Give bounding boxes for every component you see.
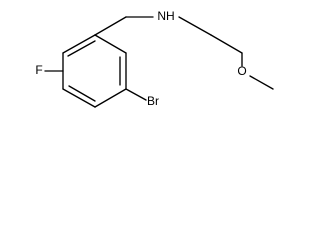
nh-atom-label: NH <box>157 9 174 23</box>
ring-inner-double-bond-bottom <box>68 85 96 102</box>
atom-labels: F Br NH O <box>35 9 246 108</box>
oxygen-atom-label: O <box>237 64 246 78</box>
bromine-atom-label: Br <box>147 94 159 108</box>
oxygen-to-methyl-bond <box>249 75 274 90</box>
ring-bond-c5-c6 <box>62 88 96 108</box>
benzylic-ch2-bond <box>94 16 127 36</box>
ring-bond-c1-c2 <box>62 34 96 54</box>
ring-bond-c2-c3 <box>94 34 127 54</box>
bromo-bond <box>125 88 147 101</box>
molecule-diagram: F Br NH O <box>35 9 274 108</box>
structure-canvas: F Br NH O <box>0 0 290 116</box>
substituents <box>44 16 274 101</box>
ethyl-chain-bond <box>210 34 243 54</box>
ring-inner-double-bond-top <box>67 40 96 57</box>
nh-to-ethyl-bond <box>178 16 212 36</box>
fluorine-atom-label: F <box>35 63 42 77</box>
benzene-ring <box>62 34 127 108</box>
ring-bond-c4-c5 <box>94 88 127 108</box>
